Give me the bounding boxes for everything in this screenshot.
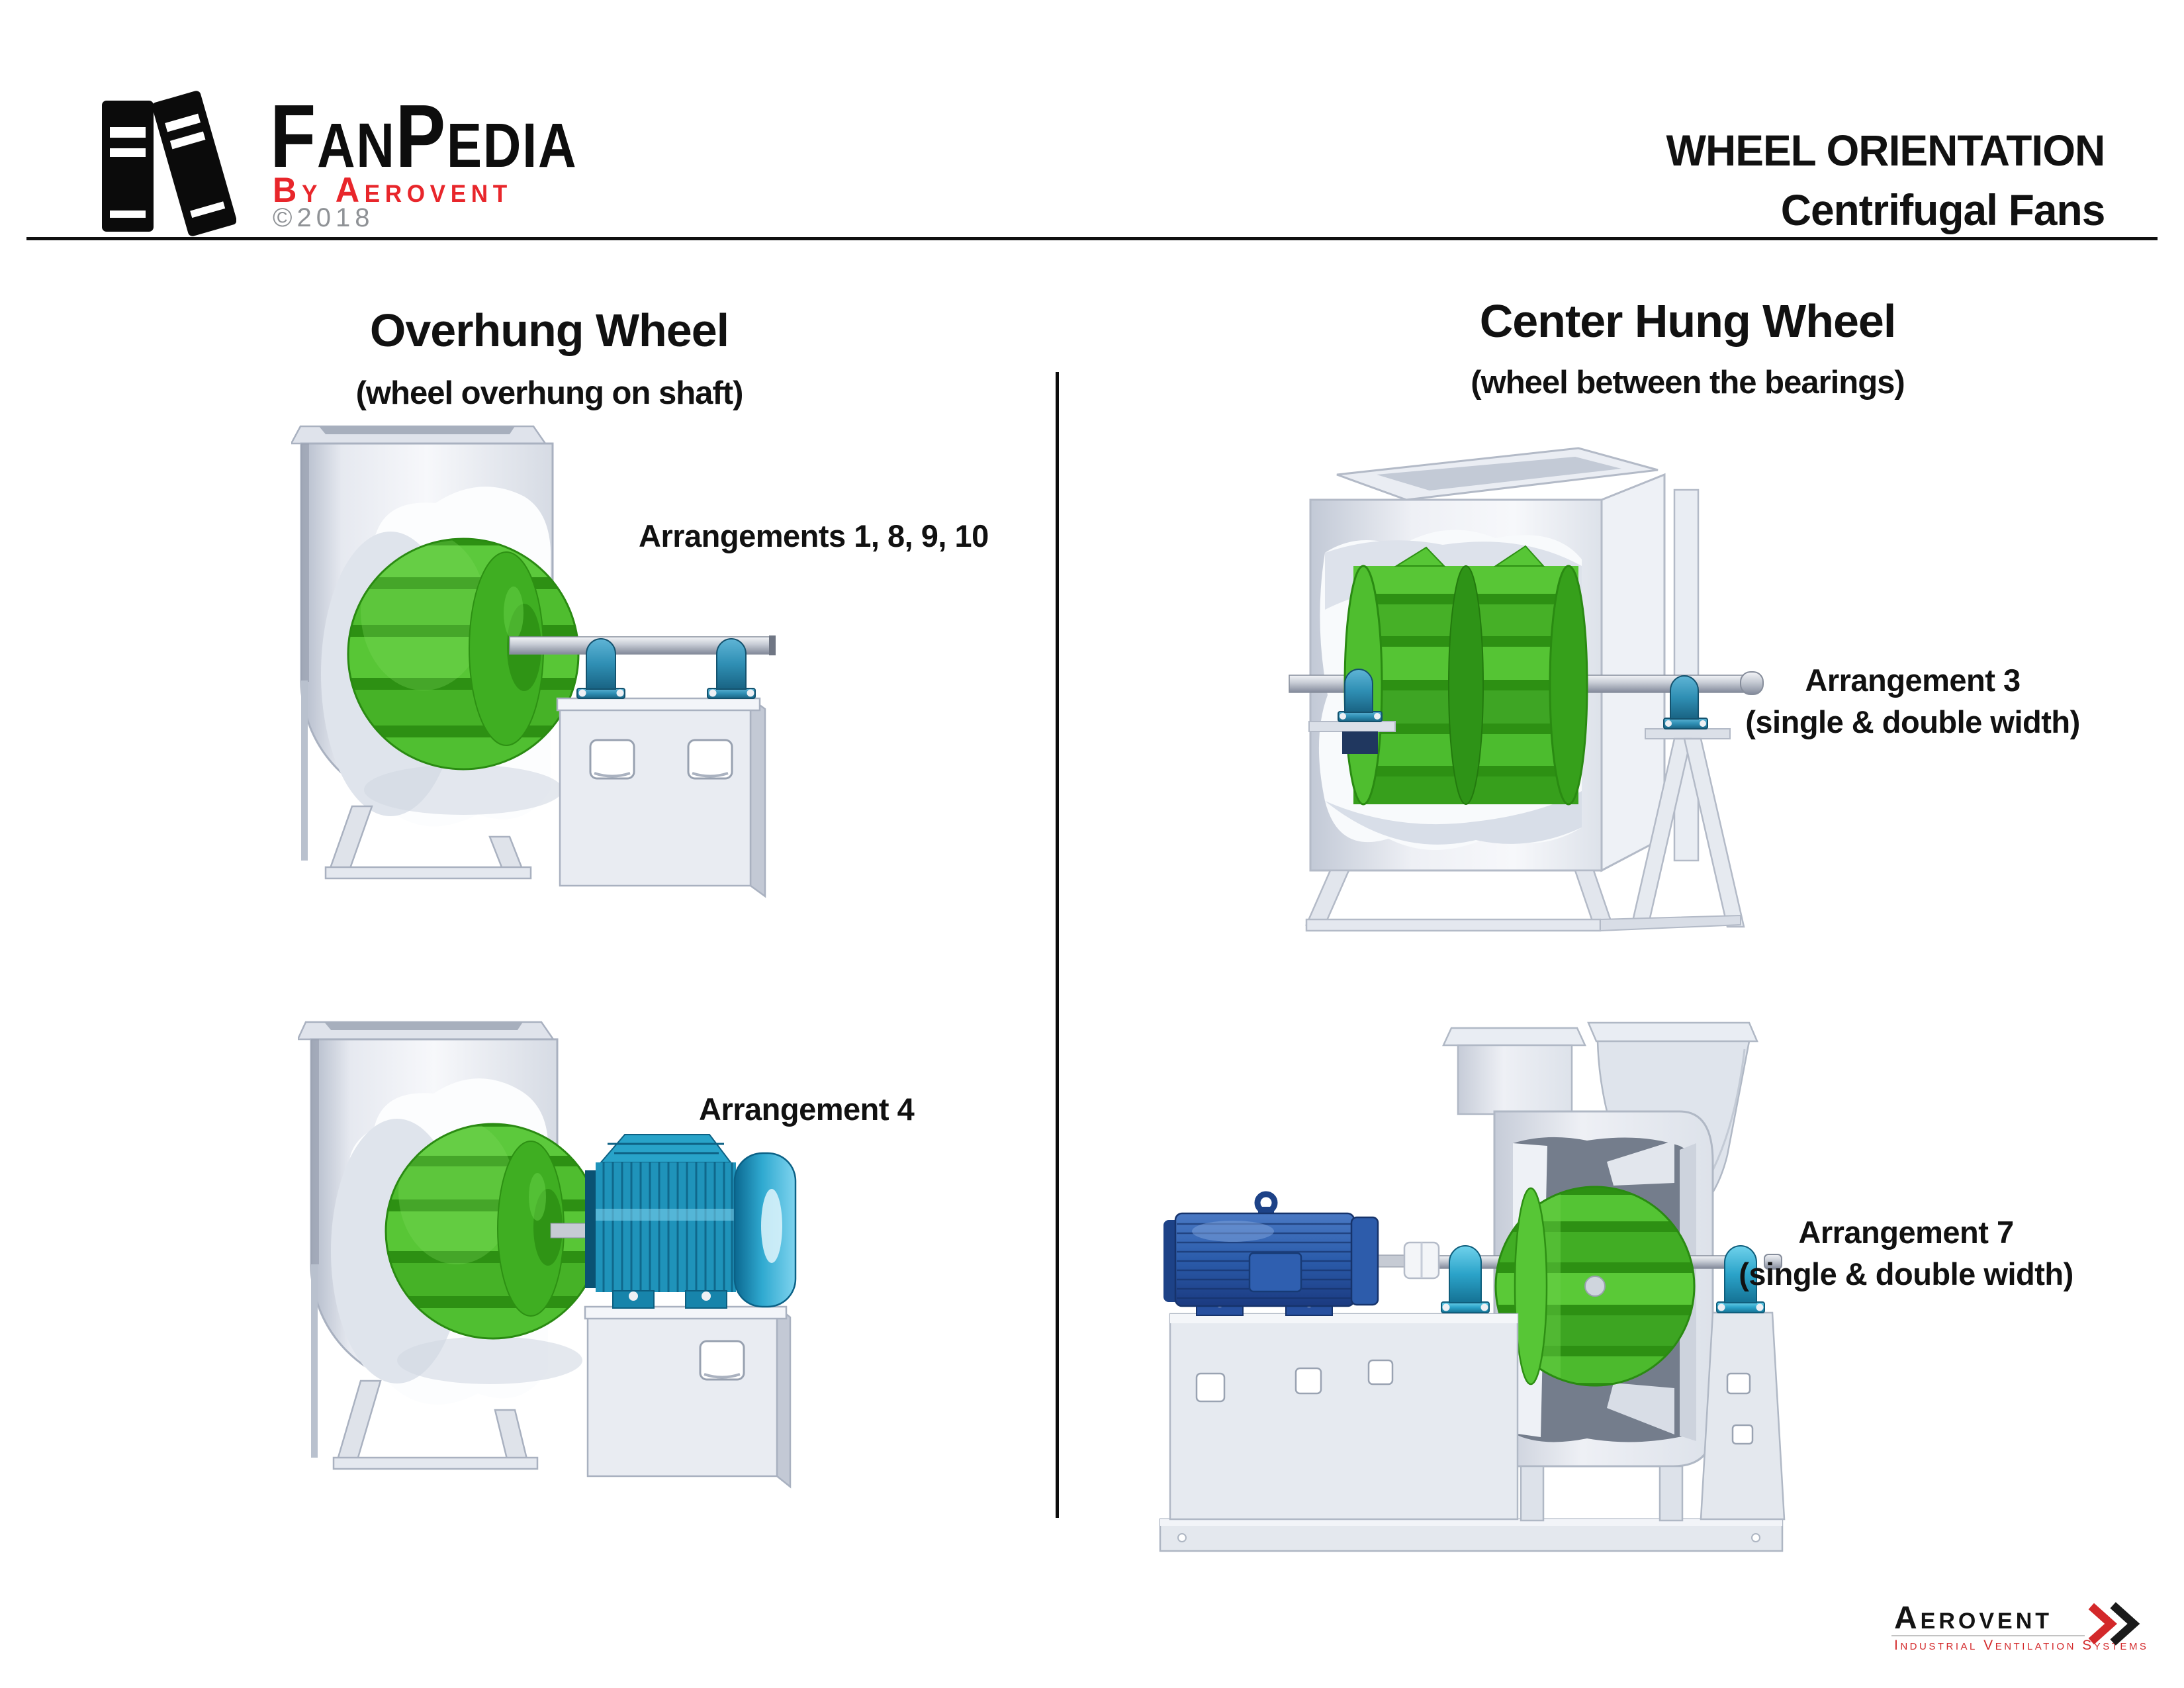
label-line1: Arrangements 1, 8, 9, 10: [639, 518, 989, 553]
brand-copyright: ©2018: [273, 203, 375, 232]
brand-subtitle: By Aerovent: [273, 171, 512, 210]
left-column-title: Overhung Wheel: [369, 305, 729, 356]
figure-label-arrangement-7: Arrangement 7 (single & double width): [1714, 1211, 2098, 1295]
footer-rule: [1891, 1635, 2085, 1636]
label-line2: (single & double width): [1745, 704, 2080, 739]
page-title: WHEEL ORIENTATION Centrifugal Fans: [1666, 120, 2105, 240]
page-title-line2: Centrifugal Fans: [1780, 185, 2105, 234]
double-chevron-icon: [2086, 1598, 2143, 1650]
column-header-left: Overhung Wheel (wheel overhung on shaft): [285, 305, 814, 412]
figure-label-arrangement-4: Arrangement 4: [699, 1088, 915, 1130]
left-column-subtitle: (wheel overhung on shaft): [355, 375, 744, 411]
figure-arrangement-4: [298, 1021, 797, 1489]
label-line1: Arrangement 7: [1798, 1215, 2014, 1250]
figure-arrangement-7: [1159, 1021, 1786, 1552]
label-line1: Arrangement 3: [1805, 663, 2021, 698]
header-rule: [26, 237, 2158, 240]
label-line2: (single & double width): [1739, 1256, 2073, 1291]
figure-arrangements-1-8-9-10: [291, 425, 776, 898]
column-divider: [1056, 372, 1059, 1518]
right-column-title: Center Hung Wheel: [1479, 295, 1897, 347]
books-icon: [94, 90, 237, 237]
figure-label-arrangement-3: Arrangement 3 (single & double width): [1721, 659, 2105, 743]
footer-brand: Aerovent: [1894, 1601, 2053, 1636]
label-line1: Arrangement 4: [699, 1092, 915, 1127]
figure-label-arrangements-1-8-9-10: Arrangements 1, 8, 9, 10: [639, 515, 989, 557]
footer-tagline: Industrial Ventilation Systems: [1894, 1638, 2149, 1653]
column-header-right: Center Hung Wheel (wheel between the bea…: [1423, 295, 1952, 401]
page-title-line1: WHEEL ORIENTATION: [1666, 126, 2105, 175]
right-column-subtitle: (wheel between the bearings): [1471, 365, 1905, 400]
brand-title: FanPedia: [270, 86, 578, 186]
figure-arrangement-3: [1289, 447, 1764, 932]
